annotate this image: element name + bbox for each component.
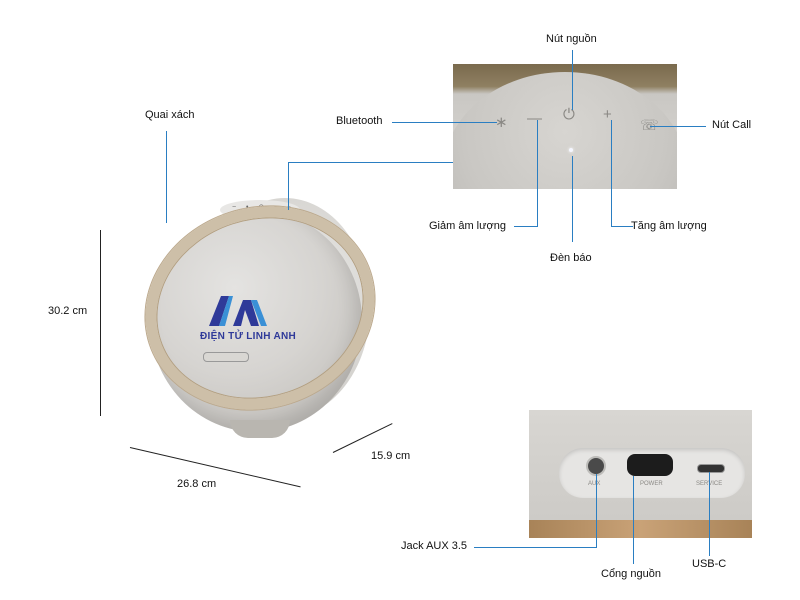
speaker-foot xyxy=(230,420,290,438)
label-power-button: Nút nguồn xyxy=(546,33,597,45)
callout-line-volume-up xyxy=(611,120,612,227)
callout-line-top-panel-drop xyxy=(288,162,289,210)
label-call-button: Nút Call xyxy=(712,119,752,131)
top-button-row: − • ⊙ • + xyxy=(232,204,295,211)
dimension-line-depth xyxy=(332,423,393,453)
label-bluetooth: Bluetooth xyxy=(336,115,383,127)
logo-text: ĐIỆN TỬ LINH ANH xyxy=(200,331,297,342)
callout-line-aux-h xyxy=(474,547,597,548)
call-icon: ☏ xyxy=(640,117,659,134)
label-handle: Quai xách xyxy=(145,109,195,121)
label-indicator: Đèn báo xyxy=(550,252,592,264)
callout-line-usbc xyxy=(709,472,710,556)
callout-line-aux xyxy=(596,474,597,548)
callout-line-volume-down-h xyxy=(514,226,538,227)
plus-icon: + xyxy=(603,106,612,123)
usbc-port xyxy=(697,464,725,473)
label-aux: Jack AUX 3.5 xyxy=(401,540,468,552)
label-height: 30.2 cm xyxy=(48,305,88,317)
top-controls-photo xyxy=(453,64,677,189)
label-width: 26.8 cm xyxy=(177,478,217,490)
callout-line-volume-down xyxy=(537,120,538,227)
label-volume-up: Tăng âm lượng xyxy=(631,220,707,232)
bluetooth-icon: ∗ xyxy=(495,114,508,131)
callout-line-power-button xyxy=(572,50,573,110)
callout-line-call-button xyxy=(650,126,706,127)
wood-surface xyxy=(529,520,752,538)
callout-line-bluetooth xyxy=(392,122,497,123)
power-port xyxy=(627,454,673,476)
indicator-led xyxy=(569,148,573,152)
label-usbc: USB-C xyxy=(692,558,727,570)
callout-line-handle xyxy=(166,131,167,223)
label-depth: 15.9 cm xyxy=(371,450,411,462)
brand-badge xyxy=(203,352,249,362)
linh-anh-logo-icon xyxy=(209,296,267,326)
dimension-line-height xyxy=(100,230,101,416)
power-icon: ⏻ xyxy=(563,106,575,123)
callout-line-top-panel xyxy=(288,162,453,163)
callout-line-power-port xyxy=(633,476,634,564)
power-port-label: POWER xyxy=(640,481,663,487)
callout-line-indicator xyxy=(572,156,573,242)
aux-port-label: AUX xyxy=(588,481,601,487)
label-power-port: Cổng nguồn xyxy=(601,568,661,580)
label-volume-down: Giảm âm lượng xyxy=(429,220,506,232)
minus-icon: — xyxy=(527,110,542,127)
callout-line-volume-up-h xyxy=(611,226,633,227)
aux-port xyxy=(586,456,606,476)
